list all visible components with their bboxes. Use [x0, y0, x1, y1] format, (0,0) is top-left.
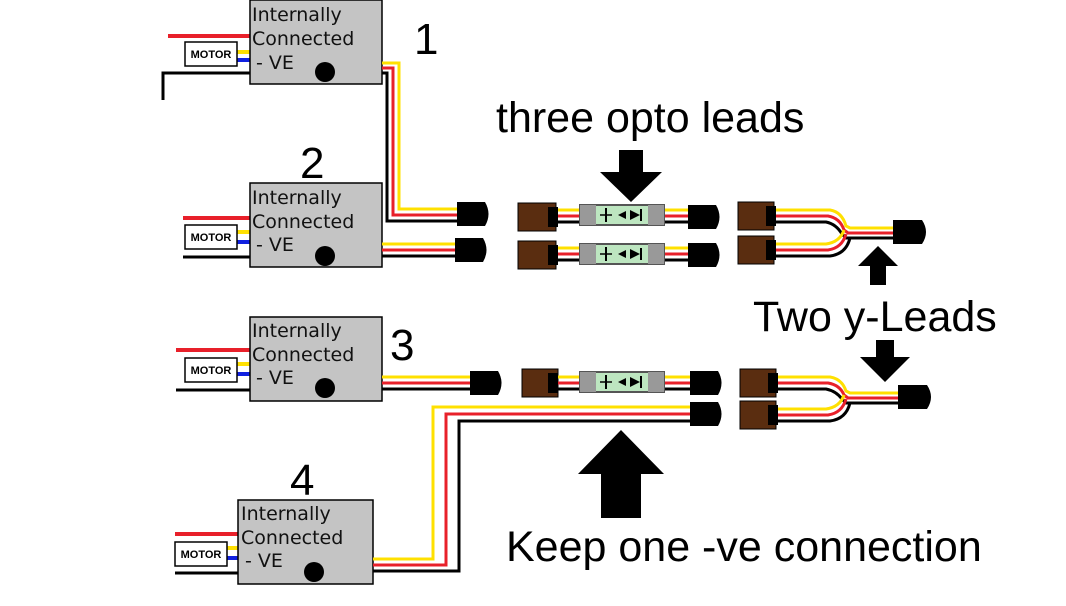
unit-number: 4	[290, 456, 314, 505]
unit-number: 3	[390, 321, 414, 370]
box-line-1: Internally	[252, 187, 342, 209]
plug-connector	[688, 243, 720, 267]
box-line-2: Connected	[252, 211, 354, 233]
plug-connector	[893, 220, 926, 244]
motor-unit-3: MOTOR Internally Connected - VE 3	[176, 316, 414, 402]
y-lead-lower	[739, 368, 931, 430]
ground-terminal	[304, 562, 324, 582]
box-line-3: - VE	[256, 367, 294, 389]
opto-leads-label: three opto leads	[496, 94, 804, 142]
box-line-3: - VE	[256, 52, 294, 74]
plug-connector	[898, 385, 931, 409]
plug-connector	[457, 202, 489, 226]
box-line-1: Internally	[252, 4, 342, 26]
down-arrow-icon	[860, 340, 910, 382]
up-arrow-icon	[578, 430, 664, 518]
opto-lead-2	[455, 238, 720, 270]
plug-connector	[690, 402, 722, 426]
plug-connector	[688, 205, 720, 229]
motor-unit-4: MOTOR Internally Connected - VE 4	[174, 456, 374, 585]
motor-label-box	[174, 541, 228, 567]
ground-terminal	[315, 246, 335, 266]
box-line-3: - VE	[256, 234, 294, 256]
motor-unit-2: MOTOR Internally Connected - VE 2	[183, 139, 383, 268]
box-line-2: Connected	[252, 28, 354, 50]
motor-label: MOTOR	[191, 49, 232, 61]
plug-connector	[455, 238, 487, 262]
motor-label-box	[184, 41, 238, 67]
cables	[373, 61, 692, 573]
y-lead-upper	[737, 201, 926, 265]
ground-terminal	[315, 62, 335, 82]
up-arrow-icon	[858, 246, 898, 285]
opto-lead-3	[470, 368, 722, 398]
keep-ve-label: Keep one -ve connection	[506, 523, 982, 571]
box-line-1: Internally	[252, 320, 342, 342]
plug-connector	[690, 371, 722, 395]
motor-label: MOTOR	[181, 549, 222, 561]
box-line-3: - VE	[245, 550, 283, 572]
plug-connector	[470, 371, 502, 395]
y-leads-label: Two y-Leads	[753, 293, 997, 341]
box-line-1: Internally	[241, 503, 331, 525]
motor-unit-1: MOTOR Internally Connected - VE 1	[161, 0, 438, 100]
motor-label: MOTOR	[191, 365, 232, 377]
optocoupler-icon	[579, 204, 665, 226]
optocoupler-icon	[579, 243, 665, 265]
ground-terminal	[315, 378, 335, 398]
opto-lead-1	[457, 202, 720, 232]
motor-label: MOTOR	[191, 232, 232, 244]
motor-label-box	[184, 357, 238, 383]
unit-number: 1	[414, 15, 438, 64]
motor-label-box	[184, 224, 238, 250]
unit-number: 2	[300, 139, 324, 188]
box-line-2: Connected	[241, 527, 343, 549]
box-line-2: Connected	[252, 344, 354, 366]
down-arrow-icon	[600, 150, 662, 202]
optocoupler-icon	[579, 371, 665, 393]
